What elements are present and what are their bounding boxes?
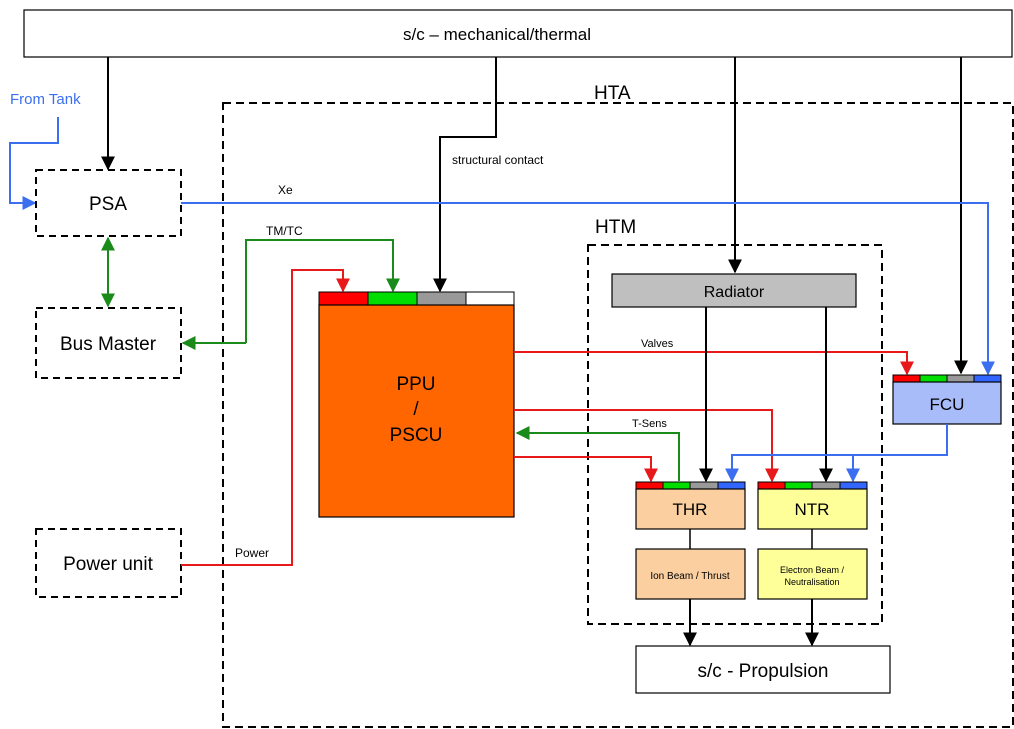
radiator-block	[611, 273, 857, 308]
power-unit-label: Power unit	[63, 554, 153, 575]
fcu-block	[892, 381, 1002, 425]
ppu-port-spare	[465, 291, 515, 306]
fcu-port-data	[919, 374, 948, 383]
thr-block	[635, 488, 746, 530]
ppu-label-line2: /	[413, 399, 419, 420]
ntr-port-power	[757, 481, 786, 490]
thr-port-data	[662, 481, 691, 490]
ntr-port-data	[784, 481, 813, 490]
thr-port-xenon	[717, 481, 746, 490]
fcu-port-power	[892, 374, 921, 383]
fcu-to-thr-line	[725, 424, 948, 483]
ppu-to-ntr-line	[514, 409, 779, 483]
xe-line	[181, 202, 995, 376]
power-unit-block	[35, 528, 182, 598]
fcu-label: FCU	[930, 395, 965, 414]
spacecraft-mechanical-thermal-label: s/c – mechanical/thermal	[403, 25, 591, 44]
ppu-label-line3: PSCU	[390, 425, 443, 446]
spacecraft-mechanical-thermal-block	[23, 9, 1013, 58]
fcu-port-mechanical	[946, 374, 975, 383]
ppu-port-data	[367, 291, 418, 306]
valves-line	[514, 351, 914, 376]
power-label: Power	[235, 546, 269, 560]
t-sens-label: T-Sens	[632, 418, 667, 430]
thr-port-mechanical	[689, 481, 719, 490]
mech-line-ppu	[433, 57, 497, 293]
bus-master-label: Bus Master	[60, 334, 157, 355]
electron-beam-block	[757, 548, 868, 600]
from-tank-line	[9, 117, 59, 210]
spacecraft-propulsion-block	[635, 645, 891, 694]
t-sens-line	[515, 426, 680, 481]
thr-label: THR	[673, 500, 708, 519]
power-line	[181, 269, 350, 566]
psa-block	[35, 169, 182, 237]
ppu-pscu-block	[318, 304, 515, 518]
from-tank-label: From Tank	[10, 91, 81, 108]
hta-boundary	[222, 102, 1014, 728]
fcu-port-xenon	[973, 374, 1002, 383]
ntr-port-xenon	[839, 481, 868, 490]
tmtc-label: TM/TC	[266, 224, 303, 238]
ppu-port-mechanical	[416, 291, 467, 306]
psa-label: PSA	[89, 194, 127, 215]
electron-beam-label-line1: Electron Beam /	[780, 565, 845, 575]
ion-beam-block	[635, 548, 746, 600]
ppu-port-power	[318, 291, 369, 306]
valves-label: Valves	[641, 338, 674, 350]
xe-label: Xe	[278, 183, 293, 197]
ppu-label-line1: PPU	[396, 374, 435, 395]
thr-port-power	[635, 481, 664, 490]
ppu-to-thr-line	[514, 456, 658, 483]
tmtc-line-to-ppu	[245, 239, 400, 343]
htm-label: HTM	[595, 217, 636, 238]
ntr-port-mechanical	[811, 481, 841, 490]
ion-beam-label: Ion Beam / Thrust	[650, 571, 730, 582]
bus-master-block	[35, 307, 182, 379]
hta-label: HTA	[594, 83, 631, 104]
structural-contact-label: structural contact	[452, 153, 544, 167]
ntr-label: NTR	[795, 500, 830, 519]
electron-beam-label-line2: Neutralisation	[784, 577, 839, 587]
spacecraft-propulsion-label: s/c - Propulsion	[698, 661, 829, 682]
radiator-label: Radiator	[704, 284, 765, 301]
ntr-block	[757, 488, 868, 530]
